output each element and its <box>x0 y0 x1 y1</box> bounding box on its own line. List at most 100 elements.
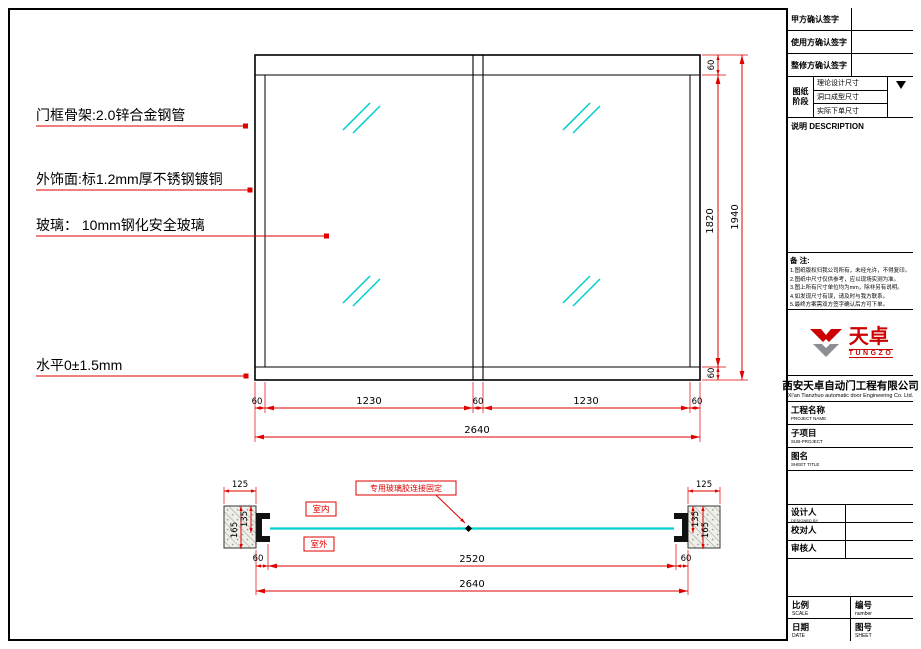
dim-top-rail: 60 <box>707 60 717 71</box>
company-name-cn: 西安天卓自动门工程有限公司 <box>782 380 919 392</box>
signoff-row-user: 使用方确认签字 <box>788 31 913 54</box>
signoff-row-partyA: 甲方确认签字 <box>788 8 913 31</box>
stage-label-line1: 图纸 <box>792 86 809 96</box>
section-view <box>223 505 721 549</box>
dim-total-height: 1940 <box>730 204 741 229</box>
leader-point-marker <box>247 187 253 193</box>
annotation-glass: 玻璃： 10mm钢化安全玻璃 <box>36 217 205 233</box>
frame-profile-right <box>674 513 688 542</box>
note-line: 1.图纸版权归我公司所有，未经允许，不得复印。 <box>790 268 911 274</box>
glass-symbol-marks <box>342 102 601 307</box>
dim-wall-right: 125 <box>696 480 712 490</box>
dim-w3: 60 <box>473 397 484 407</box>
logo-chinese-text: 天卓 <box>848 326 889 348</box>
dim-165-right: 165 <box>701 522 711 538</box>
designer-label-cell: 设计人 DESIGNED BY <box>788 505 846 523</box>
scale-number-row: 比例 SCALE 编号 number <box>788 597 913 619</box>
leader-point-marker <box>324 233 329 239</box>
auditor-label: 审核人 <box>791 543 817 553</box>
stage-section-label: 图纸 阶段 <box>788 77 814 117</box>
project-name-label: 工程名称 <box>791 405 826 415</box>
dim-w1: 60 <box>252 397 263 407</box>
sheetno-label: 图号 <box>855 622 873 632</box>
frame-profile-left <box>256 513 270 542</box>
dim-total-width: 2640 <box>464 425 489 436</box>
stage-label-line2: 阶段 <box>792 97 809 106</box>
dim-section-total: 2640 <box>459 579 484 590</box>
checker-label: 校对人 <box>791 525 817 535</box>
date-sheetno-row: 日期 DATE 图号 SHEET <box>788 619 913 641</box>
spacer-area <box>788 559 913 597</box>
annotation-level: 水平0±1.5mm <box>36 357 122 373</box>
signoff-label: 甲方确认签字 <box>788 8 852 30</box>
designer-label: 设计人 <box>791 507 817 517</box>
leader-point-marker <box>243 123 248 129</box>
project-name-label-en: PROJECT NAME <box>791 416 827 421</box>
description-section: 说明 DESCRIPTION <box>788 118 913 253</box>
number-label: 编号 <box>855 600 873 610</box>
dim-glass-height: 1820 <box>705 208 716 233</box>
dim-165-left: 165 <box>230 522 240 538</box>
dim-w5: 60 <box>692 397 703 407</box>
leader-point-marker <box>243 373 249 379</box>
date-label: 日期 <box>792 622 810 632</box>
auditor-row: 审核人 <box>788 541 913 559</box>
sheet-name-row: 图名 SHEET TITLE <box>788 448 913 471</box>
dim-60-left: 60 <box>253 554 264 564</box>
logo-latin-text: TUNGZO <box>848 349 894 358</box>
sheetno-cell: 图号 SHEET <box>851 619 913 641</box>
elevation-dimensions: 60 1820 60 1940 60 1230 60 1230 60 2640 <box>252 54 748 442</box>
company-name-en: Xi'an Tianzhuo automatic door Engineerin… <box>787 393 914 399</box>
scale-cell: 比例 SCALE <box>788 597 851 618</box>
stage-options: 理论设计尺寸 洞口成型尺寸 实际下单尺寸 <box>814 77 888 117</box>
glue-label: 专用玻璃胶连接固定 <box>370 483 442 493</box>
note-line: 2.图纸中尺寸仅供参考，应以现场实测为准。 <box>790 276 900 283</box>
note-line: 5.最终方案需双方签字确认后方可下单。 <box>790 302 889 309</box>
signoff-label: 使用方确认签字 <box>788 31 852 53</box>
designer-row: 设计人 DESIGNED BY <box>788 505 913 523</box>
outdoor-label-box <box>303 536 335 552</box>
note-line: 4.如发现尺寸有误，请及时与我方联系。 <box>790 293 889 300</box>
number-label-en: number <box>855 611 872 617</box>
signoff-label: 整修方确认签字 <box>788 54 852 76</box>
selected-stage-triangle-marker <box>896 81 906 89</box>
description-header: 说明 DESCRIPTION <box>791 122 864 131</box>
auditor-label-cell: 审核人 <box>788 541 846 558</box>
annotation-frame: 门框骨架:2.0锌合金钢管 <box>36 107 185 123</box>
cad-drawing-canvas: 门框骨架:2.0锌合金钢管 外饰面:标1.2mm厚不锈钢镀铜 玻璃： 10mm钢… <box>36 54 748 595</box>
dim-wall-left: 125 <box>232 480 248 490</box>
elevation-view <box>254 54 701 381</box>
date-label-en: DATE <box>792 633 805 639</box>
sheet-title-content-area <box>788 471 913 505</box>
annotation-finish: 外饰面:标1.2mm厚不锈钢镀铜 <box>36 171 223 187</box>
subproject-label: 子项目 <box>791 428 817 438</box>
date-cell: 日期 DATE <box>788 619 851 641</box>
dim-w4: 1230 <box>573 396 598 407</box>
subproject-label-en: SUB-PROJECT <box>791 439 823 444</box>
glue-joint-point <box>464 524 473 533</box>
scale-label: 比例 <box>792 600 810 610</box>
sheetno-label-en: SHEET <box>855 633 872 639</box>
scale-label-en: SCALE <box>792 611 809 617</box>
door-outer-frame <box>254 54 701 381</box>
drawing-stage-section: 图纸 阶段 理论设计尺寸 洞口成型尺寸 实际下单尺寸 <box>788 77 913 118</box>
number-cell: 编号 number <box>851 597 913 618</box>
notes-title: 备 注: <box>790 256 810 265</box>
logo-section: 天卓 TUNGZO <box>788 310 913 376</box>
dim-w2: 1230 <box>356 396 381 407</box>
sheet-name-label-en: SHEET TITLE <box>791 462 820 467</box>
glue-label-box <box>355 480 457 496</box>
section-dimensions: 125 125 135 165 135 165 60 60 2520 2640 <box>223 480 721 595</box>
notes-section: 备 注: 1.图纸版权归我公司所有，未经允许，不得复印。 2.图纸中尺寸仅供参考… <box>788 253 913 310</box>
indoor-label: 室内 <box>312 504 329 514</box>
stage-option: 洞口成型尺寸 <box>814 91 887 105</box>
stage-option: 实际下单尺寸 <box>817 107 859 115</box>
title-block: 甲方确认签字 使用方确认签字 整修方确认签字 图纸 阶段 理论设计尺寸 洞口成型… <box>782 8 919 641</box>
designer-label-en: DESIGNED BY <box>791 518 819 523</box>
outdoor-label: 室外 <box>310 539 328 549</box>
dim-60-right: 60 <box>681 554 692 564</box>
checker-row: 校对人 <box>788 523 913 541</box>
sheet-name-label: 图名 <box>791 451 809 461</box>
dim-135-right: 135 <box>691 511 701 527</box>
note-line: 3.图上所有尺寸单位均为mm，除非另有说明。 <box>790 285 903 292</box>
